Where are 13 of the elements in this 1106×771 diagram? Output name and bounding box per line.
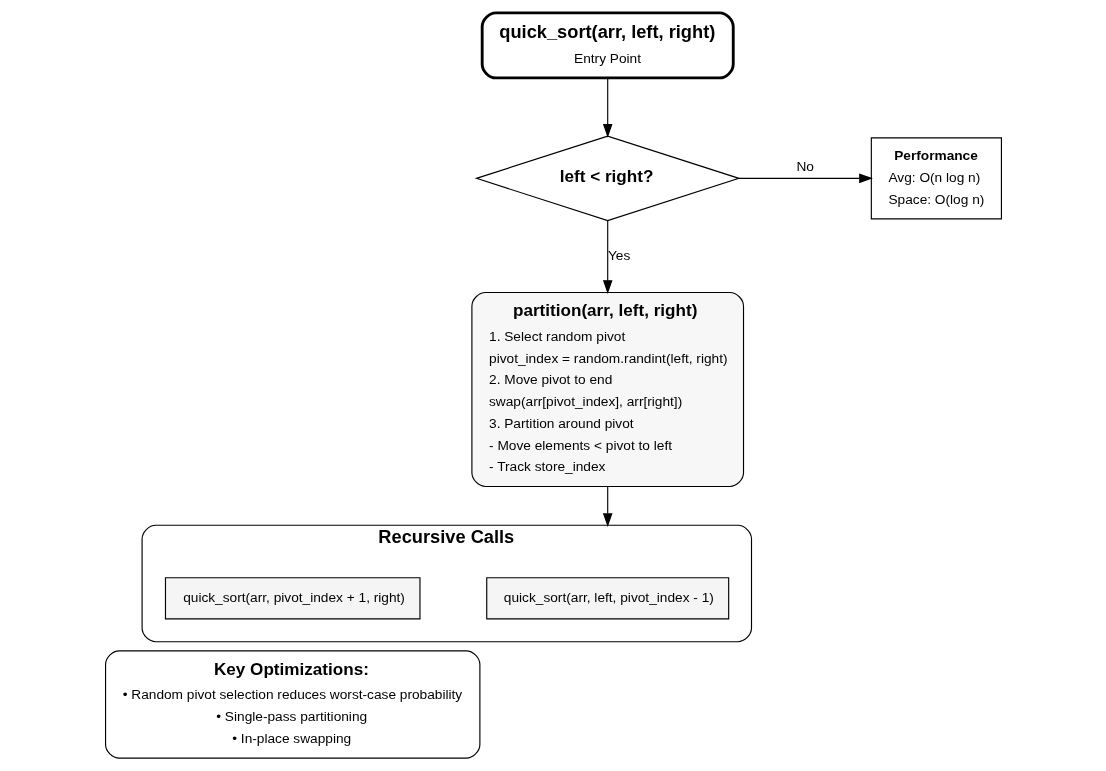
node-box: Performance Avg: O(n log n) Space: O(log n) — [870, 137, 1002, 220]
node-box: partition(arr, left, right) 1. Select random pivot pivot_index = random.randint(left, right) 2. Move pivot to end swap(arr[pivot_index], arr[right]) 3. Partition around pivot - Move elements < pivot to left - Track store_index — [470, 291, 744, 488]
node-box: quick_sort(arr, left, pivot_index - 1) — [485, 577, 729, 620]
edge-label: No — [795, 159, 814, 175]
edge-label: Yes — [607, 248, 630, 264]
node-box: Key Optimizations: • Random pivot selection reduces worst-case probability • Single-pass partitioning • In-place swapping — [104, 650, 480, 759]
arrow — [602, 486, 612, 528]
arrow — [602, 77, 612, 138]
node-box: quick_sort(arr, pivot_index + 1, right) — [164, 577, 421, 620]
arrow — [737, 173, 873, 184]
node-diamond: left < right? — [474, 135, 741, 222]
arrow — [602, 220, 612, 294]
node-box: quick_sort(arr, left, right) Entry Point — [480, 11, 735, 80]
